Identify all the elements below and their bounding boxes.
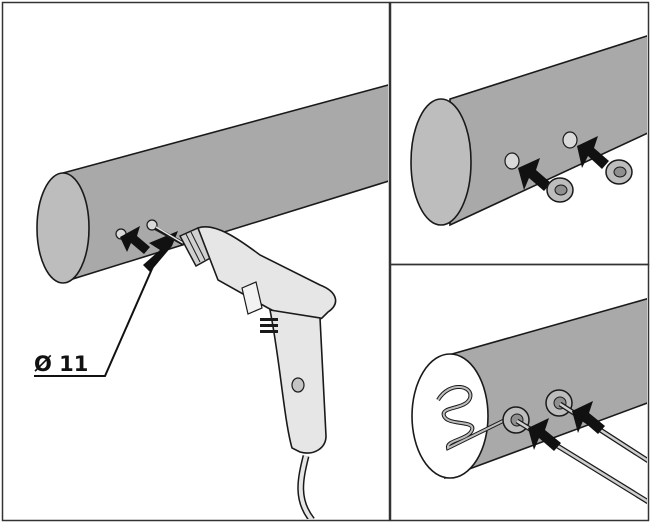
panel-border-left [1, 1, 391, 522]
black-arrow-icon [528, 418, 561, 451]
panel-grommet-insert [410, 35, 647, 227]
black-arrow-icon [577, 136, 609, 169]
drill-hole [146, 219, 158, 231]
black-arrow-icon [120, 226, 150, 254]
tube-end-cap [410, 98, 472, 226]
cable-wire-icon [436, 385, 506, 451]
tube-end-cap [411, 353, 489, 479]
black-arrow-icon [572, 401, 605, 434]
tube-end-cap [36, 172, 90, 284]
grommet-ring-icon [502, 406, 530, 434]
panel-drilling: Ø 11 [34, 84, 388, 519]
panel-border-bottom-right [389, 263, 650, 522]
grommet-ring-icon [546, 177, 574, 203]
diameter-leader-line [34, 261, 156, 377]
power-drill-icon [154, 226, 337, 519]
hole [562, 131, 578, 149]
black-arrow-icon [518, 158, 551, 191]
panel-cable-insert [411, 298, 647, 505]
hole [504, 152, 520, 170]
diameter-label: Ø 11 [34, 352, 88, 376]
black-arrow-icon [143, 231, 178, 272]
grommet-ring-icon [605, 159, 633, 185]
